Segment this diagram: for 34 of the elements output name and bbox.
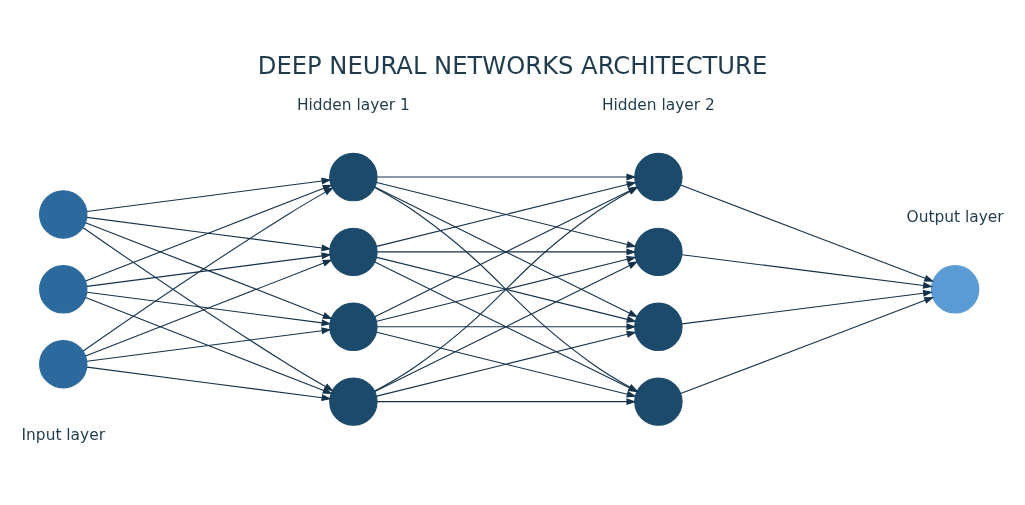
label: Hidden layer 2 xyxy=(601,95,715,114)
arrow xyxy=(85,221,333,319)
arrow xyxy=(86,216,332,251)
arrow xyxy=(681,289,933,324)
diagram-title: DEEP NEURAL NETWORKS ARCHITECTURE xyxy=(257,51,768,80)
arrow xyxy=(86,366,332,401)
node-circle xyxy=(634,152,683,201)
node-circle xyxy=(329,302,378,351)
arrow xyxy=(376,322,637,330)
arrow xyxy=(82,226,334,391)
label: Input layer xyxy=(21,425,105,444)
arrow xyxy=(681,253,933,289)
node-circle xyxy=(39,264,88,314)
arrow xyxy=(680,184,935,282)
node-circle xyxy=(329,227,378,276)
arrow xyxy=(86,291,332,326)
label: Hidden layer 1 xyxy=(296,95,410,114)
arrow xyxy=(86,326,332,362)
arrow xyxy=(85,259,333,356)
arrow xyxy=(680,296,935,394)
arrow xyxy=(376,173,637,180)
arrow xyxy=(376,397,637,405)
arrow xyxy=(85,296,333,394)
label: Output layer xyxy=(906,207,1004,226)
arrow xyxy=(86,251,332,287)
node-circle xyxy=(634,227,683,276)
node-circle xyxy=(930,264,980,314)
node-circle xyxy=(39,339,88,388)
node-circle xyxy=(329,376,378,426)
node-circle xyxy=(634,376,683,426)
arrow xyxy=(376,247,637,255)
node-circle xyxy=(634,302,683,351)
node-circle xyxy=(39,189,88,239)
node-circle xyxy=(329,152,378,201)
